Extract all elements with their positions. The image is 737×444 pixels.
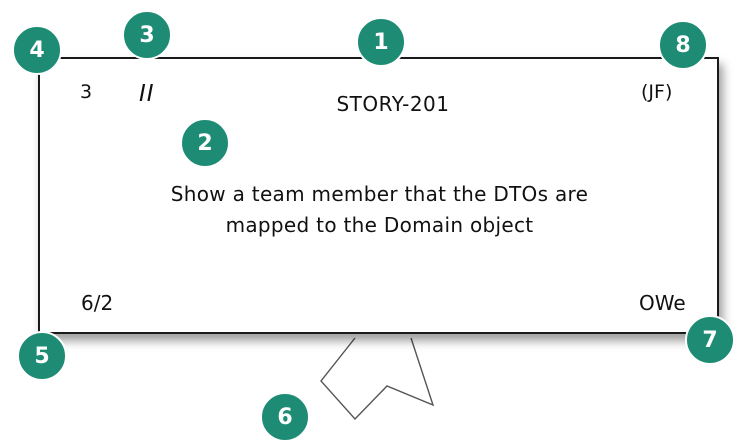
callout-4: 4 [12, 25, 62, 75]
callout-2: 2 [180, 118, 230, 168]
callout-1: 1 [356, 17, 406, 67]
callout-7: 7 [685, 315, 735, 365]
callout-5: 5 [17, 331, 67, 381]
priority-marker: II [139, 81, 155, 107]
story-card: 3 II STORY-201 (JF) Show a team member t… [38, 57, 719, 334]
estimate-ratio: 6/2 [81, 291, 114, 315]
callout-8: 8 [658, 20, 708, 70]
callout-3: 3 [122, 10, 172, 60]
story-id: STORY-201 [336, 92, 450, 116]
callout-6: 6 [260, 392, 310, 442]
tester-initials: OWe [639, 291, 686, 315]
story-points: 3 [80, 81, 93, 103]
owner-initials: (JF) [641, 81, 673, 103]
story-description: Show a team member that the DTOs are map… [170, 182, 589, 237]
